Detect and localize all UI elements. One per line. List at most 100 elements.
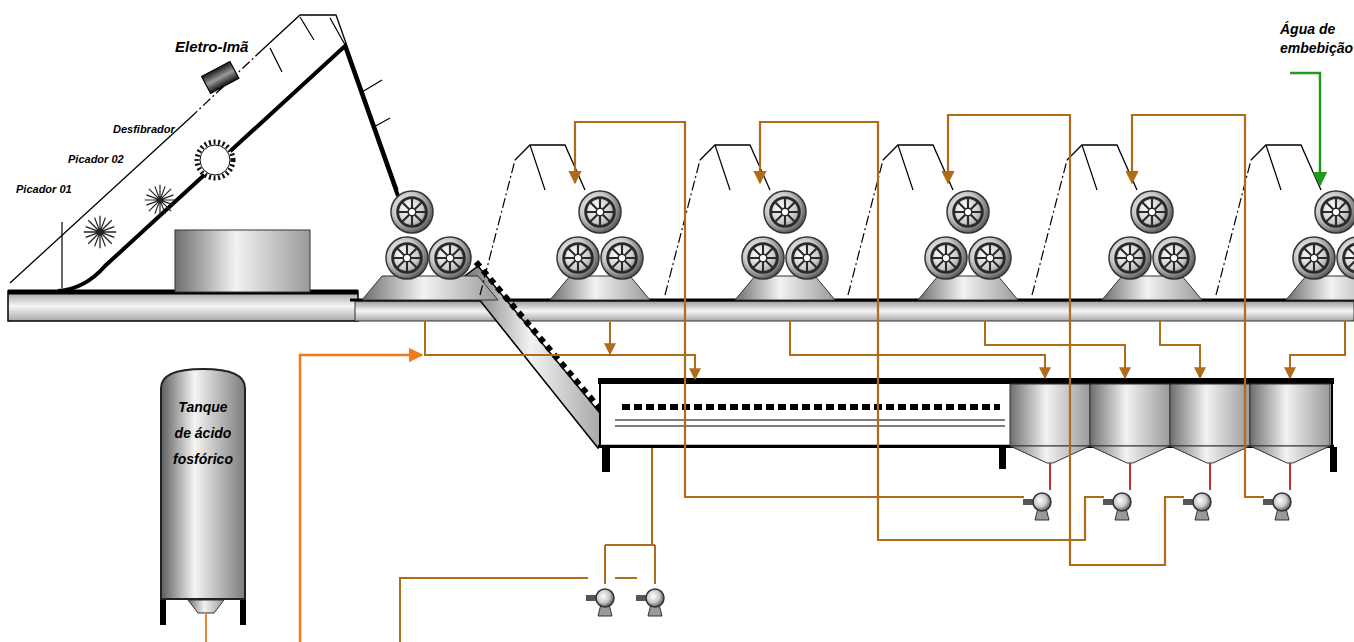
- chute-line: [480, 160, 515, 295]
- feed-chute: [530, 145, 545, 190]
- juice-pump: [1263, 493, 1291, 520]
- chopper-01: [84, 216, 116, 248]
- shredder-label: Desfibrador: [113, 122, 203, 137]
- mill-roller: [1153, 237, 1195, 279]
- juice-drop-pipe: [1290, 320, 1345, 378]
- mill-roller: [947, 191, 989, 233]
- chopper-label: Picador 01: [16, 182, 96, 197]
- trough-line: [615, 419, 1005, 420]
- mill-roller: [1109, 237, 1151, 279]
- funnel-outlet: [1049, 463, 1051, 490]
- mill-roller: [557, 237, 599, 279]
- feed-chute: [1067, 145, 1137, 190]
- magnet-label: Eletro-Imã: [175, 38, 248, 55]
- magnet-body: [202, 62, 239, 94]
- tank-label: Tanque de ácido fosfórico: [170, 394, 236, 472]
- tank-leg: [160, 598, 166, 625]
- mill-roller: [386, 237, 428, 279]
- conveyor-slat: [270, 48, 282, 72]
- mill-pedestal: [550, 276, 650, 300]
- feed-chute: [1251, 145, 1321, 190]
- conveyor-outline: [10, 118, 190, 283]
- mill-roller: [1131, 191, 1173, 233]
- shredder-drum: [200, 145, 230, 175]
- mill-roller: [925, 237, 967, 279]
- juice-compartment: [1090, 384, 1170, 446]
- mill-roller: [969, 237, 1011, 279]
- mill-pedestal: [362, 276, 498, 300]
- mixed-juice-pipe: [400, 578, 588, 642]
- mill-roller: [391, 191, 433, 233]
- water-label: Água de embebição: [1280, 20, 1354, 58]
- acid-dosing-pipe: [300, 355, 422, 642]
- conveyor-slat: [362, 80, 382, 92]
- trough-line: [615, 425, 1005, 426]
- conveyor-base: [8, 291, 358, 321]
- conveyor-outline: [190, 50, 262, 118]
- tank-outlet: [188, 600, 224, 613]
- trough-leg: [602, 447, 610, 472]
- funnel-outlet: [1209, 463, 1211, 490]
- juice-compartment: [1010, 384, 1090, 446]
- juice-compartment: [1250, 384, 1330, 446]
- chute-line: [1032, 160, 1067, 295]
- mill-pedestal: [1286, 276, 1354, 300]
- funnel-outlet: [1129, 463, 1131, 490]
- conveyor-slat: [300, 17, 314, 40]
- feed-chute: [715, 145, 730, 190]
- mill-roller: [764, 191, 806, 233]
- trough-screen: [622, 404, 1000, 410]
- feed-chute: [1082, 145, 1097, 190]
- conveyor-support: [175, 230, 310, 292]
- tank-body: [161, 369, 245, 599]
- juice-drop-pipe: [985, 320, 1125, 378]
- juice-pump: [1103, 493, 1131, 520]
- mill-roller: [579, 191, 621, 233]
- juice-drop-pipe: [790, 320, 1045, 378]
- compartment-funnel: [1170, 446, 1250, 463]
- compartment-funnel: [1090, 446, 1170, 463]
- juice-pump: [1183, 493, 1211, 520]
- juice-drop-pipe: [425, 320, 695, 379]
- tank-outlet-pipe: [205, 613, 207, 642]
- electromagnet: Eletro-Imã: [172, 36, 276, 102]
- pump-suction-pipe: [605, 448, 655, 584]
- trough-leg: [999, 447, 1006, 469]
- funnel-outlet: [1289, 463, 1291, 490]
- tank-leg: [240, 598, 246, 625]
- mill-pedestal: [1102, 276, 1202, 300]
- feed-chute: [898, 145, 913, 190]
- mixed-juice-pipe: [615, 577, 637, 579]
- juice-drop-pipe: [609, 322, 611, 354]
- trough-rim: [598, 378, 1334, 384]
- conveyor-belt: [58, 46, 398, 291]
- mill-roller: [1293, 237, 1335, 279]
- chopper-label: Picador 02: [68, 152, 148, 167]
- mill-roller: [786, 237, 828, 279]
- mill-pedestal: [735, 276, 835, 300]
- conveyor-slat: [372, 118, 390, 128]
- mill-roller: [1315, 191, 1354, 233]
- mill-roller: [1337, 237, 1354, 279]
- mill-roller: [429, 237, 471, 279]
- mill-roller: [742, 237, 784, 279]
- shredder-teeth: [197, 142, 233, 178]
- conveyor-post: [61, 222, 62, 288]
- juice-pump: [1023, 493, 1051, 520]
- juice-return-pipe: [760, 122, 1104, 540]
- mixed-juice-pump: [636, 589, 664, 616]
- chute-line: [665, 160, 700, 295]
- mixed-juice-pump: [586, 589, 614, 616]
- juice-return-pipe: [948, 115, 1184, 565]
- mill-roller: [601, 237, 643, 279]
- compartment-funnel: [1010, 446, 1090, 463]
- mill-pedestal: [918, 276, 1018, 300]
- trough-leg: [1330, 447, 1337, 472]
- acid-tank: Tanque de ácido fosfórico: [160, 368, 246, 600]
- conveyor-slat: [330, 18, 348, 50]
- juice-return-pipe: [575, 122, 1024, 497]
- juice-trough: [600, 380, 1332, 447]
- juice-return-pipe: [1132, 115, 1264, 497]
- feed-chute: [1266, 145, 1281, 190]
